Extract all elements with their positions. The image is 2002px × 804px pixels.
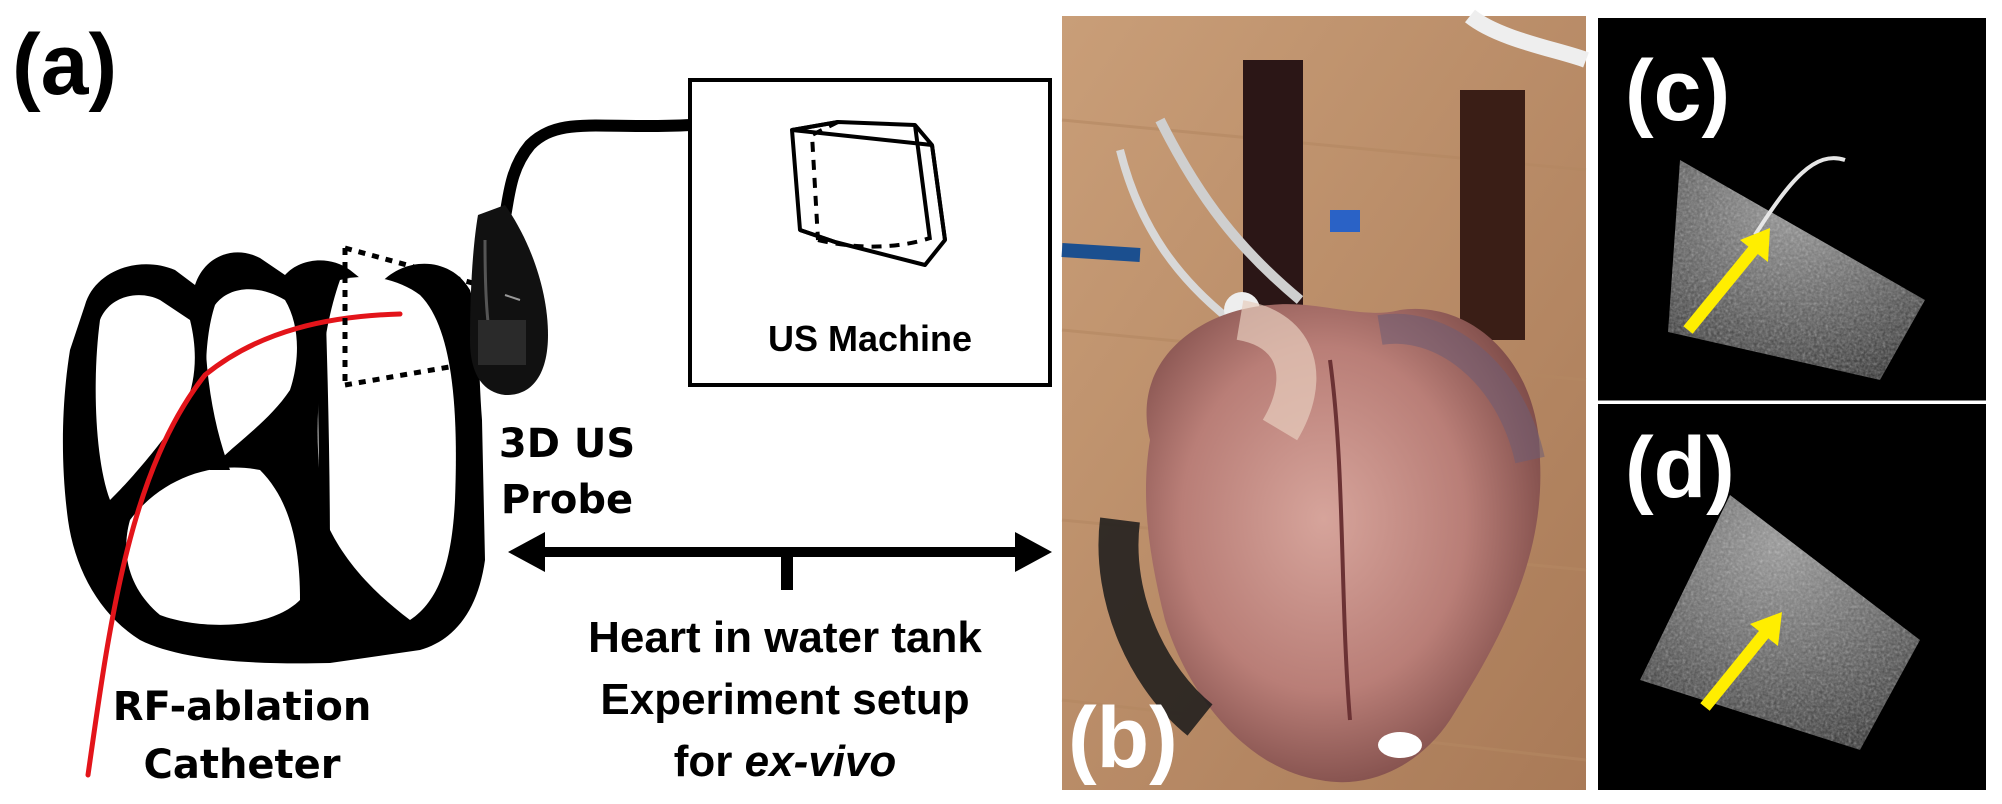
catheter-label: RF-ablation Catheter bbox=[112, 678, 372, 794]
ex-vivo-heart-photo bbox=[1061, 9, 1589, 790]
panel-label-c: (c) bbox=[1625, 43, 1731, 139]
panel-label-d: (d) bbox=[1625, 420, 1735, 516]
probe-cable bbox=[494, 119, 696, 241]
us-machine-label: US Machine bbox=[767, 318, 973, 359]
right-ventricle-cavity bbox=[317, 276, 456, 620]
probe-label-line1: 3D US bbox=[498, 421, 636, 467]
setup-caption-line3-italic: ex-vivo bbox=[744, 737, 897, 786]
probe-field-of-view bbox=[342, 245, 481, 388]
setup-caption-line2: Experiment setup bbox=[600, 675, 970, 724]
ultrasound-sector-c bbox=[1668, 156, 1925, 380]
panel-label-a: (a) bbox=[12, 17, 118, 113]
heart-schematic bbox=[62, 252, 486, 664]
catheter-tip-arrow-d bbox=[1700, 612, 1782, 711]
left-ventricle-cavity bbox=[126, 467, 300, 625]
setup-caption: Heart in water tank Experiment setup for… bbox=[540, 607, 1030, 793]
setup-caption-line3: for ex-vivo bbox=[540, 731, 1030, 793]
setup-caption-line1: Heart in water tank bbox=[588, 613, 982, 662]
panel-label-b: (b) bbox=[1068, 690, 1178, 786]
us-volume-icon bbox=[790, 120, 947, 267]
rf-ablation-catheter-line bbox=[85, 311, 403, 778]
catheter-tip-arrow-c bbox=[1683, 228, 1770, 334]
probe-label-line2: Probe bbox=[500, 477, 634, 523]
us-probe-icon bbox=[470, 205, 548, 396]
probe-label: 3D US Probe bbox=[492, 416, 642, 528]
left-atrium-cavity bbox=[95, 295, 195, 500]
setup-caption-line3-prefix: for bbox=[673, 737, 745, 786]
catheter-label-line1: RF-ablation bbox=[112, 684, 372, 730]
catheter-label-line2: Catheter bbox=[143, 742, 341, 788]
us-machine-box bbox=[688, 78, 1052, 387]
right-atrium-cavity bbox=[205, 289, 297, 460]
setup-arrow bbox=[508, 532, 1052, 590]
